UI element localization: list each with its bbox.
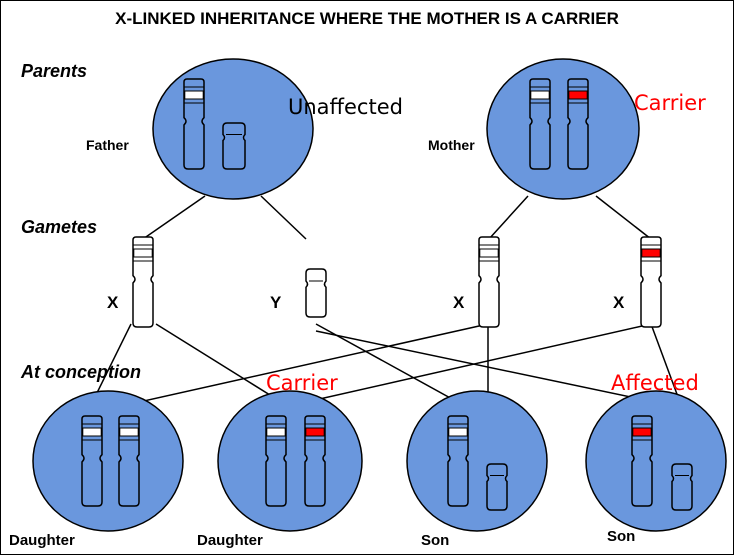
child-3-y-chromosome [486, 463, 508, 511]
connector-line-6 [155, 323, 287, 406]
child-4-x-chromosome-band [632, 427, 652, 437]
gamete-label-x1: X [107, 293, 119, 312]
connector-line-4 [595, 195, 652, 240]
father-x-chromosome [183, 78, 205, 170]
father-y-chromosome [222, 122, 246, 170]
child-cell-4 [585, 390, 727, 532]
child-1-x-chromosome-a [81, 415, 103, 507]
connector-line-12 [650, 323, 682, 406]
connector-line-7 [315, 323, 464, 406]
mother-x-chromosome-normal [529, 78, 551, 170]
gamete-label-y: Y [270, 293, 282, 312]
child-status-2: Carrier [266, 371, 338, 395]
section-gametes: Gametes [21, 217, 98, 237]
child-cell-1 [32, 390, 184, 532]
child-2-x-chromosome-a [265, 415, 287, 507]
child-label-3: Son [421, 532, 450, 549]
child-2-x-chromosome-a-band [266, 427, 286, 437]
connector-line-10 [125, 323, 489, 406]
child-4-x-chromosome [631, 415, 653, 507]
father-status: Unaffected [288, 95, 403, 119]
mother-x-chromosome-carrier-band [568, 90, 588, 100]
section-parents: Parents [21, 61, 88, 81]
connector-line-3 [488, 195, 529, 240]
gamete-x-mother-normal-band [479, 248, 499, 258]
mother-label: Mother [428, 137, 475, 153]
mother-status: Carrier [634, 91, 706, 115]
child-3-x-chromosome [447, 415, 469, 507]
section-conception: At conception [21, 362, 141, 382]
connector-line-1 [142, 195, 206, 240]
connector-line-8 [315, 330, 670, 406]
father-x-chromosome-band [184, 90, 204, 100]
connector-line-2 [260, 195, 307, 240]
child-label-1: Daughter [9, 532, 75, 549]
gamete-label-x2: X [453, 293, 465, 312]
child-cell-2 [217, 390, 363, 532]
child-1-x-chromosome-b-band [119, 427, 139, 437]
gamete-x-father [132, 236, 154, 328]
gamete-x-mother-carrier-band [641, 248, 661, 258]
gamete-x-mother-carrier [640, 236, 662, 328]
mother-x-chromosome-carrier [567, 78, 589, 170]
gamete-x-father-band [133, 248, 153, 258]
gamete-x-mother-normal [478, 236, 500, 328]
child-3-x-chromosome-band [448, 427, 468, 437]
child-label-2: Daughter [197, 532, 263, 549]
child-status-4: Affected [611, 371, 699, 395]
child-1-x-chromosome-a-band [82, 427, 102, 437]
mother-x-chromosome-normal-band [530, 90, 550, 100]
connector-line-11 [292, 323, 652, 406]
child-1-x-chromosome-b [118, 415, 140, 507]
child-2-x-chromosome-b [304, 415, 326, 507]
diagram-title: X-LINKED INHERITANCE WHERE THE MOTHER IS… [115, 9, 619, 28]
child-2-x-chromosome-b-band [305, 427, 325, 437]
child-4-y-chromosome [671, 463, 693, 511]
father-label: Father [86, 137, 129, 153]
mother-cell [486, 58, 640, 200]
gamete-label-x3: X [613, 293, 625, 312]
gamete-y-father [305, 268, 327, 318]
child-cell-3 [406, 390, 548, 532]
child-label-4: Son [607, 528, 636, 545]
